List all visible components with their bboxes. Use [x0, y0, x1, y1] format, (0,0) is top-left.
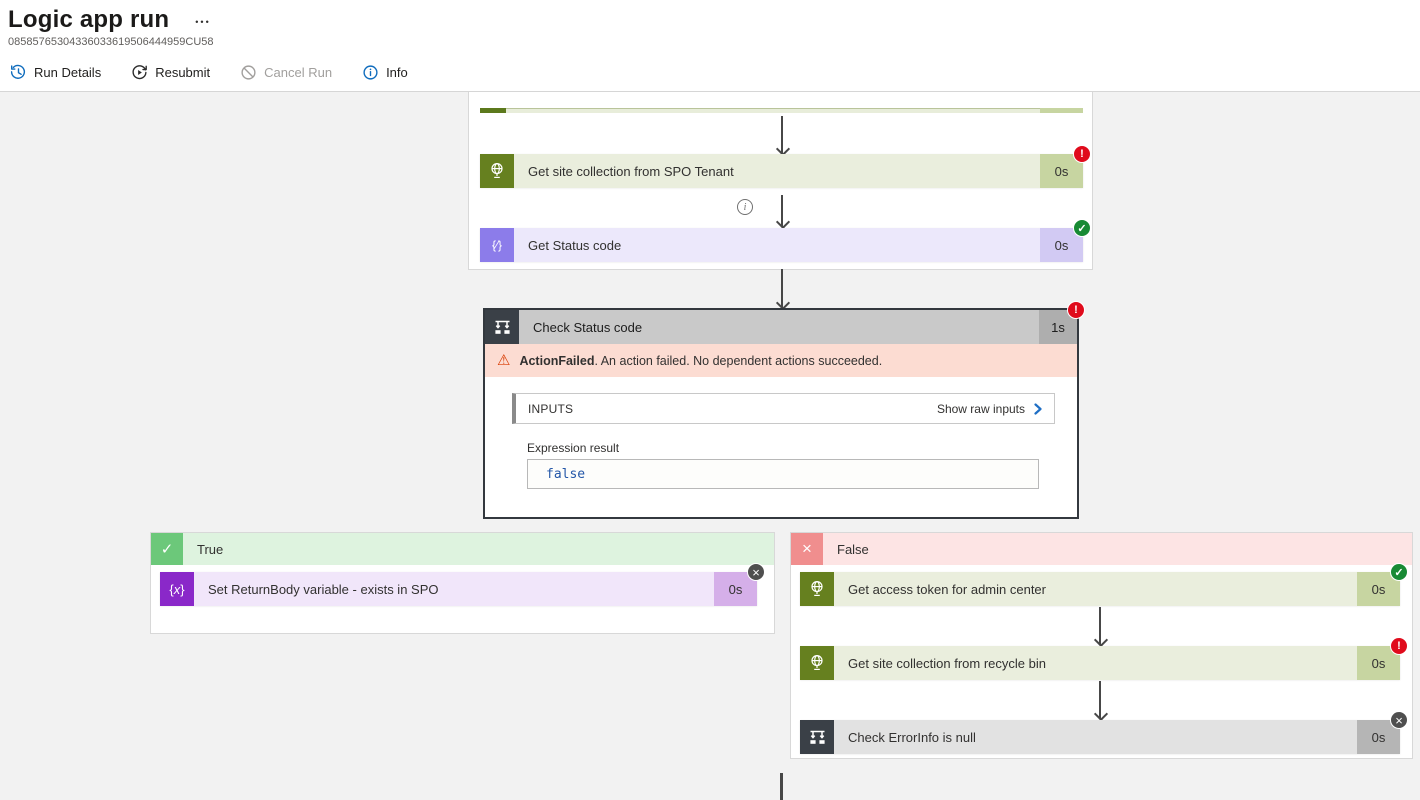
true-branch-header[interactable]: ✓ True	[151, 533, 774, 565]
info-label: Info	[386, 65, 408, 80]
connector-arrow	[781, 269, 783, 308]
check-icon: ✓	[151, 533, 183, 565]
action-check-errorinfo-is-null[interactable]: Check ErrorInfo is null 0s ×	[800, 711, 1408, 754]
expression-result-label: Expression result	[527, 441, 620, 455]
show-raw-inputs-link[interactable]: Show raw inputs	[937, 402, 1044, 416]
condition-check-status-code[interactable]: Check Status code 1s ! ⚠ ActionFailed. A…	[483, 301, 1085, 519]
inputs-panel: INPUTS Show raw inputs	[512, 393, 1055, 424]
action-get-status-code[interactable]: {∕} Get Status code 0s ✓	[480, 219, 1091, 262]
cancel-icon	[240, 64, 257, 81]
action-get-site-collection-spo-tenant[interactable]: Get site collection from SPO Tenant 0s !	[480, 145, 1091, 188]
globe-icon	[480, 154, 514, 188]
false-branch-header[interactable]: × False	[791, 533, 1412, 565]
status-succeeded-badge: ✓	[1390, 563, 1408, 581]
true-branch-label: True	[183, 533, 774, 565]
show-raw-inputs-label: Show raw inputs	[936, 401, 1025, 416]
connector-line	[780, 773, 783, 800]
history-icon	[10, 64, 27, 81]
status-failed-badge: !	[1073, 145, 1091, 163]
condition-icon	[800, 720, 834, 754]
set-variable-icon: {x}	[160, 572, 194, 606]
connector-arrow	[1099, 681, 1101, 719]
inputs-label: INPUTS	[528, 401, 574, 416]
cross-icon: ×	[791, 533, 823, 565]
expression-result-value: false	[527, 459, 1039, 489]
action-title: Get site collection from recycle bin	[834, 646, 1357, 680]
status-skipped-badge: ×	[747, 563, 765, 581]
clipped-action-card	[480, 108, 1083, 113]
connector-arrow	[781, 116, 783, 154]
info-button[interactable]: Info	[362, 64, 408, 81]
action-get-site-collection-recycle-bin[interactable]: Get site collection from recycle bin 0s …	[800, 637, 1408, 680]
resubmit-button[interactable]: Resubmit	[131, 64, 210, 81]
connector-info-icon[interactable]: i	[737, 199, 753, 215]
action-title: Get access token for admin center	[834, 572, 1357, 606]
error-message: ActionFailed. An action failed. No depen…	[519, 353, 883, 368]
condition-title: Check Status code	[519, 310, 1039, 344]
resubmit-icon	[131, 64, 148, 81]
error-banner: ⚠ ActionFailed. An action failed. No dep…	[485, 344, 1077, 377]
run-details-label: Run Details	[34, 65, 102, 80]
status-failed-badge: !	[1390, 637, 1408, 655]
page-title: Logic app run	[8, 6, 170, 33]
connector-arrow	[1099, 607, 1101, 645]
status-skipped-badge: ×	[1390, 711, 1408, 729]
chevron-right-icon	[1034, 402, 1042, 415]
warning-icon: ⚠	[497, 352, 511, 369]
action-title: Get site collection from SPO Tenant	[514, 154, 1040, 188]
toolbar-divider	[0, 91, 1420, 92]
condition-icon	[485, 310, 519, 344]
condition-header[interactable]: Check Status code 1s !	[485, 301, 1085, 344]
action-set-returnbody-variable[interactable]: {x} Set ReturnBody variable - exists in …	[160, 563, 765, 606]
connector-arrow	[781, 195, 783, 227]
globe-icon	[800, 572, 834, 606]
resubmit-label: Resubmit	[155, 65, 211, 80]
false-branch-label: False	[823, 533, 1412, 565]
workflow-canvas[interactable]: Get site collection from SPO Tenant 0s !…	[0, 92, 1420, 800]
command-bar: Run Details Resubmit Cancel Run	[0, 48, 1420, 91]
compose-icon: {∕}	[480, 228, 514, 262]
cancel-run-label: Cancel Run	[264, 65, 333, 80]
action-get-access-token[interactable]: Get access token for admin center 0s ✓	[800, 563, 1408, 606]
more-actions-icon[interactable]	[195, 12, 210, 29]
info-icon	[362, 64, 379, 81]
page-header: Logic app run 08585765304336033619506444…	[0, 0, 1420, 48]
run-details-button[interactable]: Run Details	[10, 64, 101, 81]
status-succeeded-badge: ✓	[1073, 219, 1091, 237]
globe-icon	[800, 646, 834, 680]
action-title: Get Status code	[514, 228, 1040, 262]
action-title: Check ErrorInfo is null	[834, 720, 1357, 754]
status-failed-badge: !	[1067, 301, 1085, 319]
run-id: 08585765304336033619506444959CU58	[8, 36, 214, 48]
action-title: Set ReturnBody variable - exists in SPO	[194, 572, 714, 606]
cancel-run-button: Cancel Run	[240, 64, 332, 81]
